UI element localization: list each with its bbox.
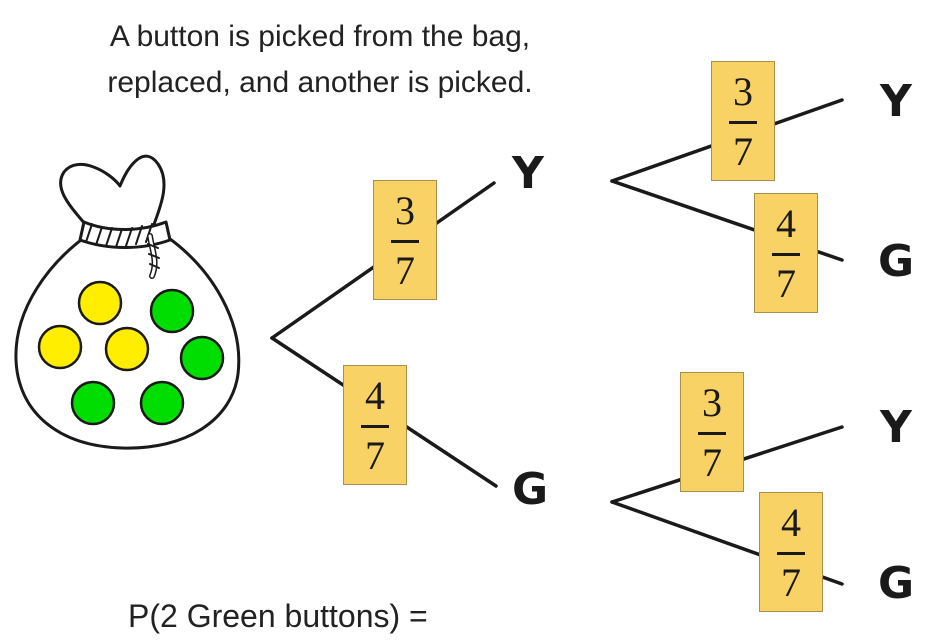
yellow-button	[39, 326, 81, 368]
numerator: 4	[344, 376, 406, 416]
fraction-bar	[391, 240, 419, 243]
outcome-yellow-green: G	[878, 240, 914, 284]
prob-first-yellow: 3 7	[373, 180, 437, 300]
numerator: 3	[681, 383, 743, 423]
prob-first-green: 4 7	[343, 365, 407, 485]
prob-yellow-then-green: 4 7	[754, 193, 818, 313]
denominator: 7	[681, 443, 743, 483]
prob-green-then-yellow: 3 7	[680, 372, 744, 492]
denominator: 7	[374, 251, 436, 291]
prob-green-then-green: 4 7	[759, 492, 823, 612]
fraction-bar	[777, 552, 805, 555]
yellow-button	[79, 282, 121, 324]
numerator: 4	[755, 204, 817, 244]
green-button	[151, 290, 193, 332]
problem-statement: A button is picked from the bag, replace…	[40, 14, 600, 106]
numerator: 4	[760, 503, 822, 543]
green-button	[141, 382, 183, 424]
yellow-button	[106, 328, 148, 370]
intro-line-1: A button is picked from the bag,	[40, 14, 600, 60]
fraction-bar	[729, 121, 757, 124]
denominator: 7	[760, 563, 822, 603]
fraction-bar	[361, 425, 389, 428]
denominator: 7	[712, 132, 774, 172]
outcome-green-green: G	[878, 562, 914, 606]
green-button	[181, 337, 223, 379]
green-button	[72, 382, 114, 424]
outcome-first-green: G	[512, 468, 548, 512]
denominator: 7	[344, 436, 406, 476]
fraction-bar	[772, 253, 800, 256]
outcome-first-yellow: Y	[512, 152, 544, 196]
bag-illustration	[16, 156, 239, 448]
prob-yellow-then-yellow: 3 7	[711, 61, 775, 181]
numerator: 3	[712, 72, 774, 112]
fraction-bar	[698, 432, 726, 435]
outcome-green-yellow: Y	[880, 406, 912, 450]
bag-top	[61, 156, 164, 230]
numerator: 3	[374, 191, 436, 231]
intro-line-2: replaced, and another is picked.	[40, 60, 600, 106]
outcome-yellow-yellow: Y	[880, 80, 912, 124]
denominator: 7	[755, 264, 817, 304]
probability-question: P(2 Green buttons) =	[128, 596, 428, 636]
